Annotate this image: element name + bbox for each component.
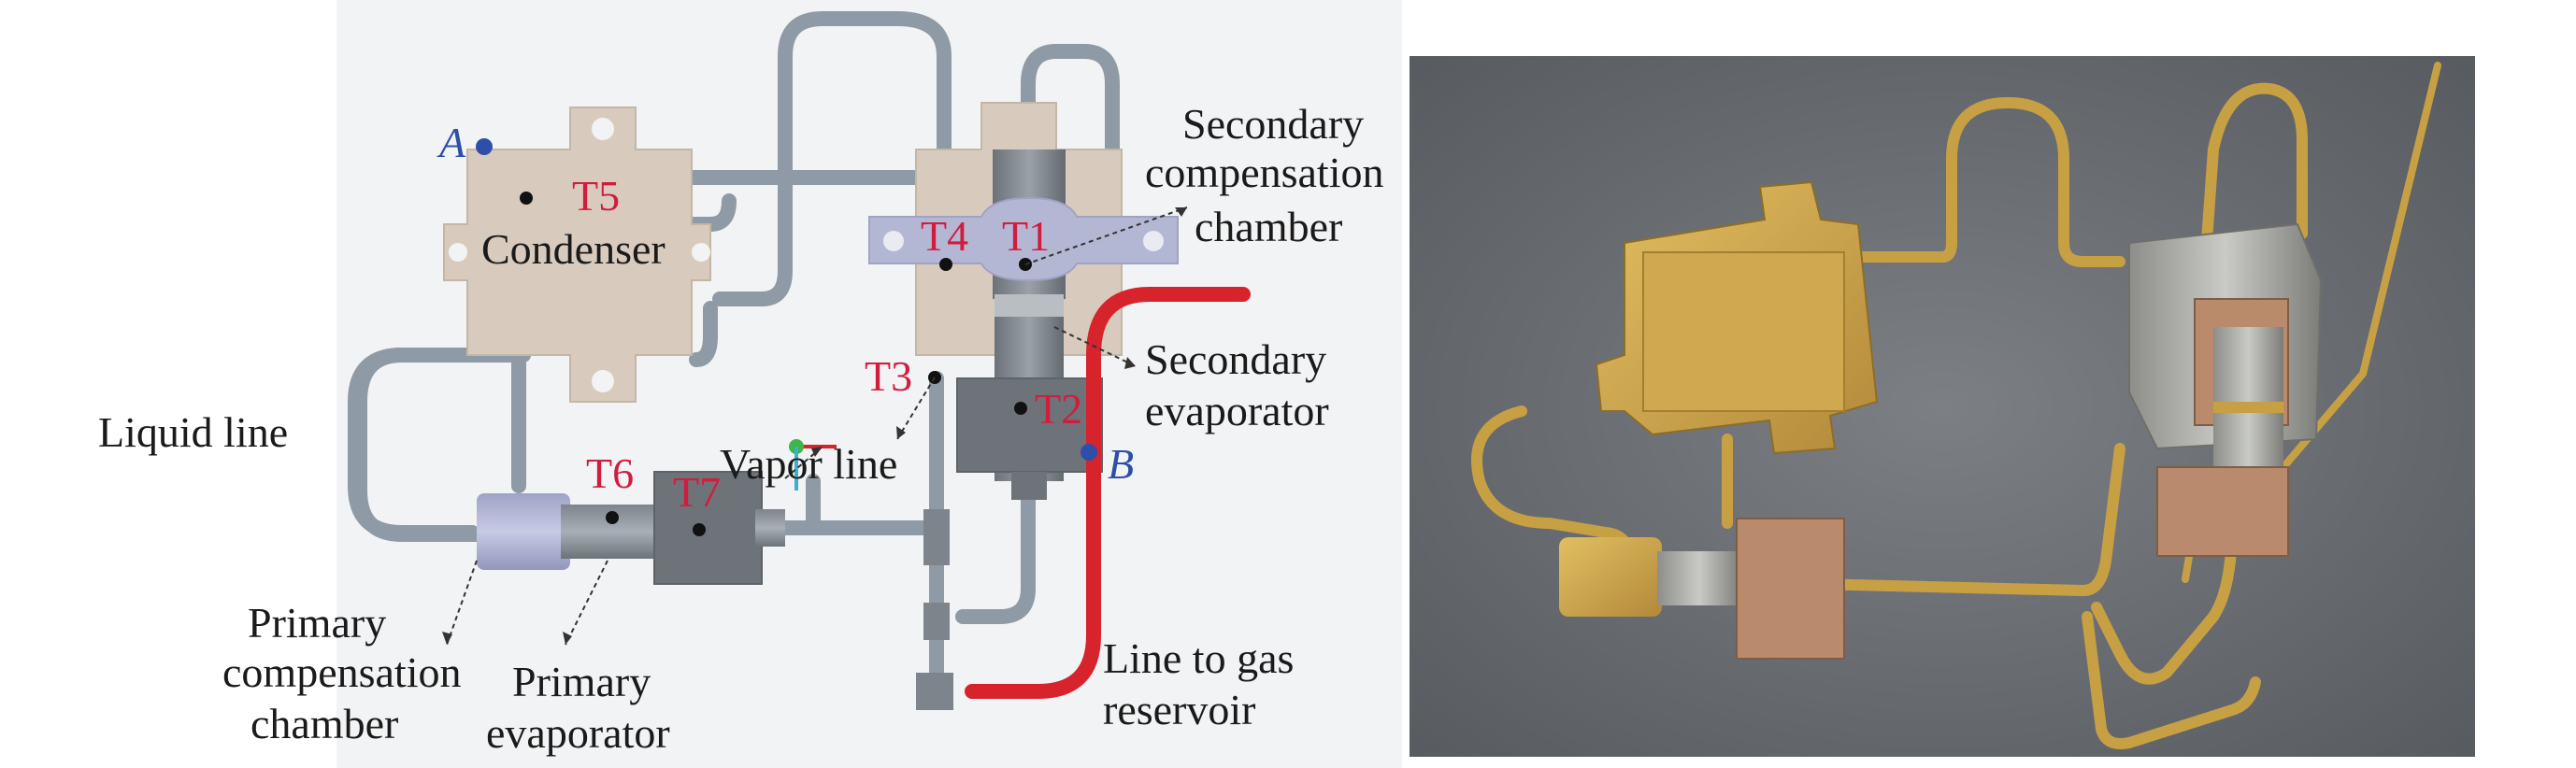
secondary-evap-label-line2: evaporator [1145,387,1329,434]
condenser-label: Condenser [481,225,665,273]
point-b-label: B [1108,440,1134,488]
primary-cc-label-line1: Primary [248,599,386,647]
lhp-cad-diagram: A B T5 T4 T1 T3 T2 T6 T7 Condenser Liqui… [98,0,1402,768]
point-a-label: A [436,119,466,166]
secondary-cc-label-line2: compensation [1145,149,1384,196]
primary-evap-label-line1: Primary [512,658,651,705]
liquid-line-pipe [352,348,531,542]
secondary-evap-label-line1: Secondary [1145,335,1326,383]
sensor-t5-label: T5 [572,172,620,220]
photo-primary-assembly [1559,518,1845,660]
primary-cc-label-line2: compensation [222,648,462,696]
sensor-t6-label: T6 [586,449,634,497]
sensor-t1-label: T1 [1002,212,1050,260]
lower-fittings [916,509,953,710]
lhp-photograph [1410,56,2475,757]
gas-line-label-line1: Line to gas [1103,634,1294,682]
vapor-line-indicator [789,439,837,491]
secondary-cc-label-line1: Secondary [1182,100,1364,148]
sensor-t7-label: T7 [673,468,721,516]
point-a-marker [476,138,493,155]
liquid-line-label: Liquid line [98,408,288,456]
point-b-marker [1080,444,1097,461]
primary-evap-label-line2: evaporator [486,709,670,757]
leader-arrowheads [442,207,1187,645]
vapor-line-label: Vapor line [720,440,897,488]
photo-secondary-assembly [2128,222,2323,557]
secondary-cc-label-line3: chamber [1195,203,1342,250]
gas-line-label-line2: reservoir [1103,686,1255,733]
sensor-t4-label: T4 [921,212,968,260]
sensor-t2-label: T2 [1035,385,1082,433]
leader-lines [446,206,1188,646]
sensor-t3-label: T3 [865,352,912,400]
secondary-evaporator [956,294,1103,500]
primary-cc-label-line3: chamber [250,700,398,747]
gas-reservoir-line [965,287,1251,699]
primary-assembly [477,471,785,585]
condenser-plate [443,107,711,403]
photo-condenser [1595,180,1879,455]
